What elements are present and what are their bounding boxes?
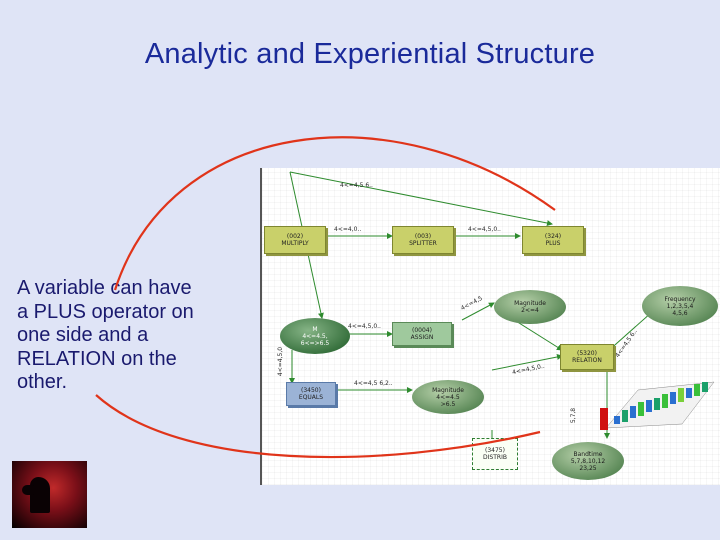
horsehead-silhouette — [22, 477, 50, 513]
edge-label: 4<=4,0.. — [334, 226, 362, 233]
surface-bars — [614, 382, 708, 424]
edge-label: 4<=4,5 6,2.. — [354, 380, 393, 387]
equals-node[interactable]: (3450)EQUALS — [286, 382, 336, 406]
surface-bar — [600, 408, 608, 430]
plus-node[interactable]: (324)PLUS — [522, 226, 584, 254]
connector-top — [289, 171, 553, 226]
horsehead-nebula-logo — [12, 461, 87, 528]
multiply-node[interactable]: (002)MULTIPLY — [264, 226, 326, 254]
slide-title: Analytic and Experiential Structure — [144, 38, 596, 70]
lower-arc — [95, 394, 541, 459]
splitter-node[interactable]: (003)SPLITTER — [392, 226, 454, 254]
slide-body-text: A variable can have a PLUS operator on o… — [17, 277, 194, 393]
relation-node[interactable]: (5320)RELATION — [560, 344, 614, 370]
edge-label: 4<=4,5,0.. — [468, 226, 501, 233]
surface-plot-thumbnail — [600, 381, 715, 430]
upper-arc — [113, 136, 556, 291]
edge-label: 4<=4,5 6.. — [340, 182, 373, 189]
edge-label: 4<=4,5,0.. — [348, 323, 381, 330]
assign-node[interactable]: (0004)ASSIGN — [392, 322, 452, 346]
